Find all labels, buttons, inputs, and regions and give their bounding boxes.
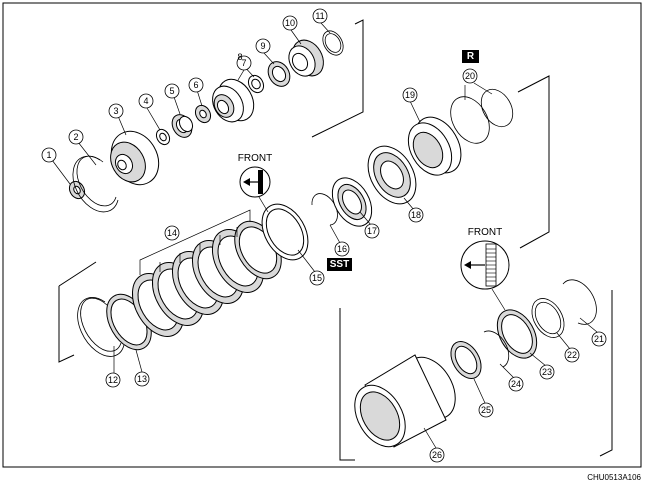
part-5-bearing: [171, 114, 194, 138]
part-10-ring-gear: [288, 39, 324, 77]
callout-23: 23: [539, 364, 555, 380]
svg-text:19: 19: [405, 90, 415, 100]
r-label: R: [462, 50, 479, 63]
front-label-upper: FRONT: [238, 153, 272, 164]
callout-2: 2: [68, 129, 84, 145]
svg-text:10: 10: [285, 18, 295, 28]
front-label-lower: FRONT: [468, 227, 502, 238]
callout-17: 17: [364, 223, 380, 239]
callout-15: 15: [309, 270, 325, 286]
svg-text:6: 6: [193, 80, 198, 90]
part-9-bearing: [267, 61, 291, 87]
bracket-lines: [58, 19, 613, 461]
callout-3: 3: [108, 103, 124, 119]
callout-21: 21: [591, 331, 607, 347]
part-2-snap-ring: [72, 155, 119, 213]
callout-25: 25: [478, 402, 494, 418]
part-6-thrust-bearing: [194, 104, 212, 124]
svg-text:11: 11: [315, 11, 324, 21]
svg-text:8: 8: [237, 52, 242, 62]
svg-text:15: 15: [312, 273, 322, 283]
callout-18: 18: [408, 207, 424, 223]
part-25-bearing: [450, 341, 482, 379]
svg-text:R: R: [467, 51, 475, 62]
figure-code: CHU0513A106: [587, 473, 641, 482]
callout-11: 11: [312, 8, 328, 24]
callout-9: 9: [255, 38, 271, 54]
part-1-bearing: [68, 180, 86, 200]
part-14-clutch-plates: [131, 209, 282, 337]
part-4-washer: [155, 128, 171, 146]
callout-22: 22: [564, 347, 580, 363]
svg-text:26: 26: [432, 450, 442, 460]
svg-text:7: 7: [241, 58, 246, 68]
svg-text:18: 18: [411, 210, 421, 220]
callout-14: 14: [164, 225, 180, 241]
part-24-snap-ring: [483, 330, 510, 368]
front-indicator-lower: FRONT: [460, 227, 510, 311]
svg-text:SST: SST: [330, 259, 349, 270]
callout-26: 26: [429, 447, 445, 463]
callout-7: 7: [236, 55, 252, 71]
svg-text:20: 20: [465, 71, 475, 81]
callout-4: 4: [138, 93, 154, 109]
svg-text:13: 13: [137, 374, 147, 384]
callout-10: 10: [282, 15, 298, 31]
part-22-ring: [531, 298, 565, 338]
diagram-border: [2, 2, 642, 468]
svg-text:9: 9: [260, 41, 265, 51]
callout-19: 19: [402, 87, 418, 103]
callout-20: 20: [462, 68, 478, 84]
svg-text:2: 2: [73, 132, 78, 142]
part-26-clutch-drum: [354, 354, 456, 448]
callout-16: 16: [334, 241, 350, 257]
svg-text:24: 24: [511, 379, 521, 389]
svg-text:12: 12: [108, 375, 118, 385]
part-7-carrier: [212, 78, 255, 123]
callout-5: 5: [164, 83, 180, 99]
svg-text:23: 23: [542, 367, 552, 377]
part-23-race: [496, 309, 538, 359]
svg-text:22: 22: [567, 350, 577, 360]
svg-text:5: 5: [169, 86, 174, 96]
callout-leaders: [51, 22, 598, 449]
svg-text:14: 14: [167, 228, 177, 238]
part-8-washer: [247, 74, 265, 94]
front-indicator-upper: FRONT: [238, 153, 272, 213]
callout-12: 12: [105, 372, 121, 388]
part-18-return-spring: [367, 145, 417, 205]
callout-1: 1: [41, 147, 57, 163]
callout-13: 13: [134, 371, 150, 387]
part-21-snap-ring: [562, 279, 597, 325]
svg-text:16: 16: [337, 244, 347, 254]
svg-text:17: 17: [367, 226, 377, 236]
part-11-snap-ring: [322, 30, 344, 56]
callout-8: 8: [237, 52, 242, 62]
svg-text:21: 21: [594, 334, 604, 344]
sst-label: SST: [327, 258, 352, 271]
part-16-snap-ring: [311, 193, 338, 226]
svg-text:4: 4: [143, 96, 148, 106]
callout-24: 24: [508, 376, 524, 392]
svg-text:3: 3: [113, 106, 118, 116]
callout-6: 6: [188, 77, 204, 93]
part-15-dish-plate: [261, 203, 309, 261]
part-12-snap-ring: [77, 297, 125, 357]
callouts: 1 2 3 4 5 6 7 8 9 10 11 12 13 14 15 16 1…: [41, 8, 607, 463]
part-19-piston: [407, 116, 462, 176]
svg-text:25: 25: [481, 405, 491, 415]
svg-text:1: 1: [46, 150, 51, 160]
part-3-drum: [110, 130, 160, 186]
